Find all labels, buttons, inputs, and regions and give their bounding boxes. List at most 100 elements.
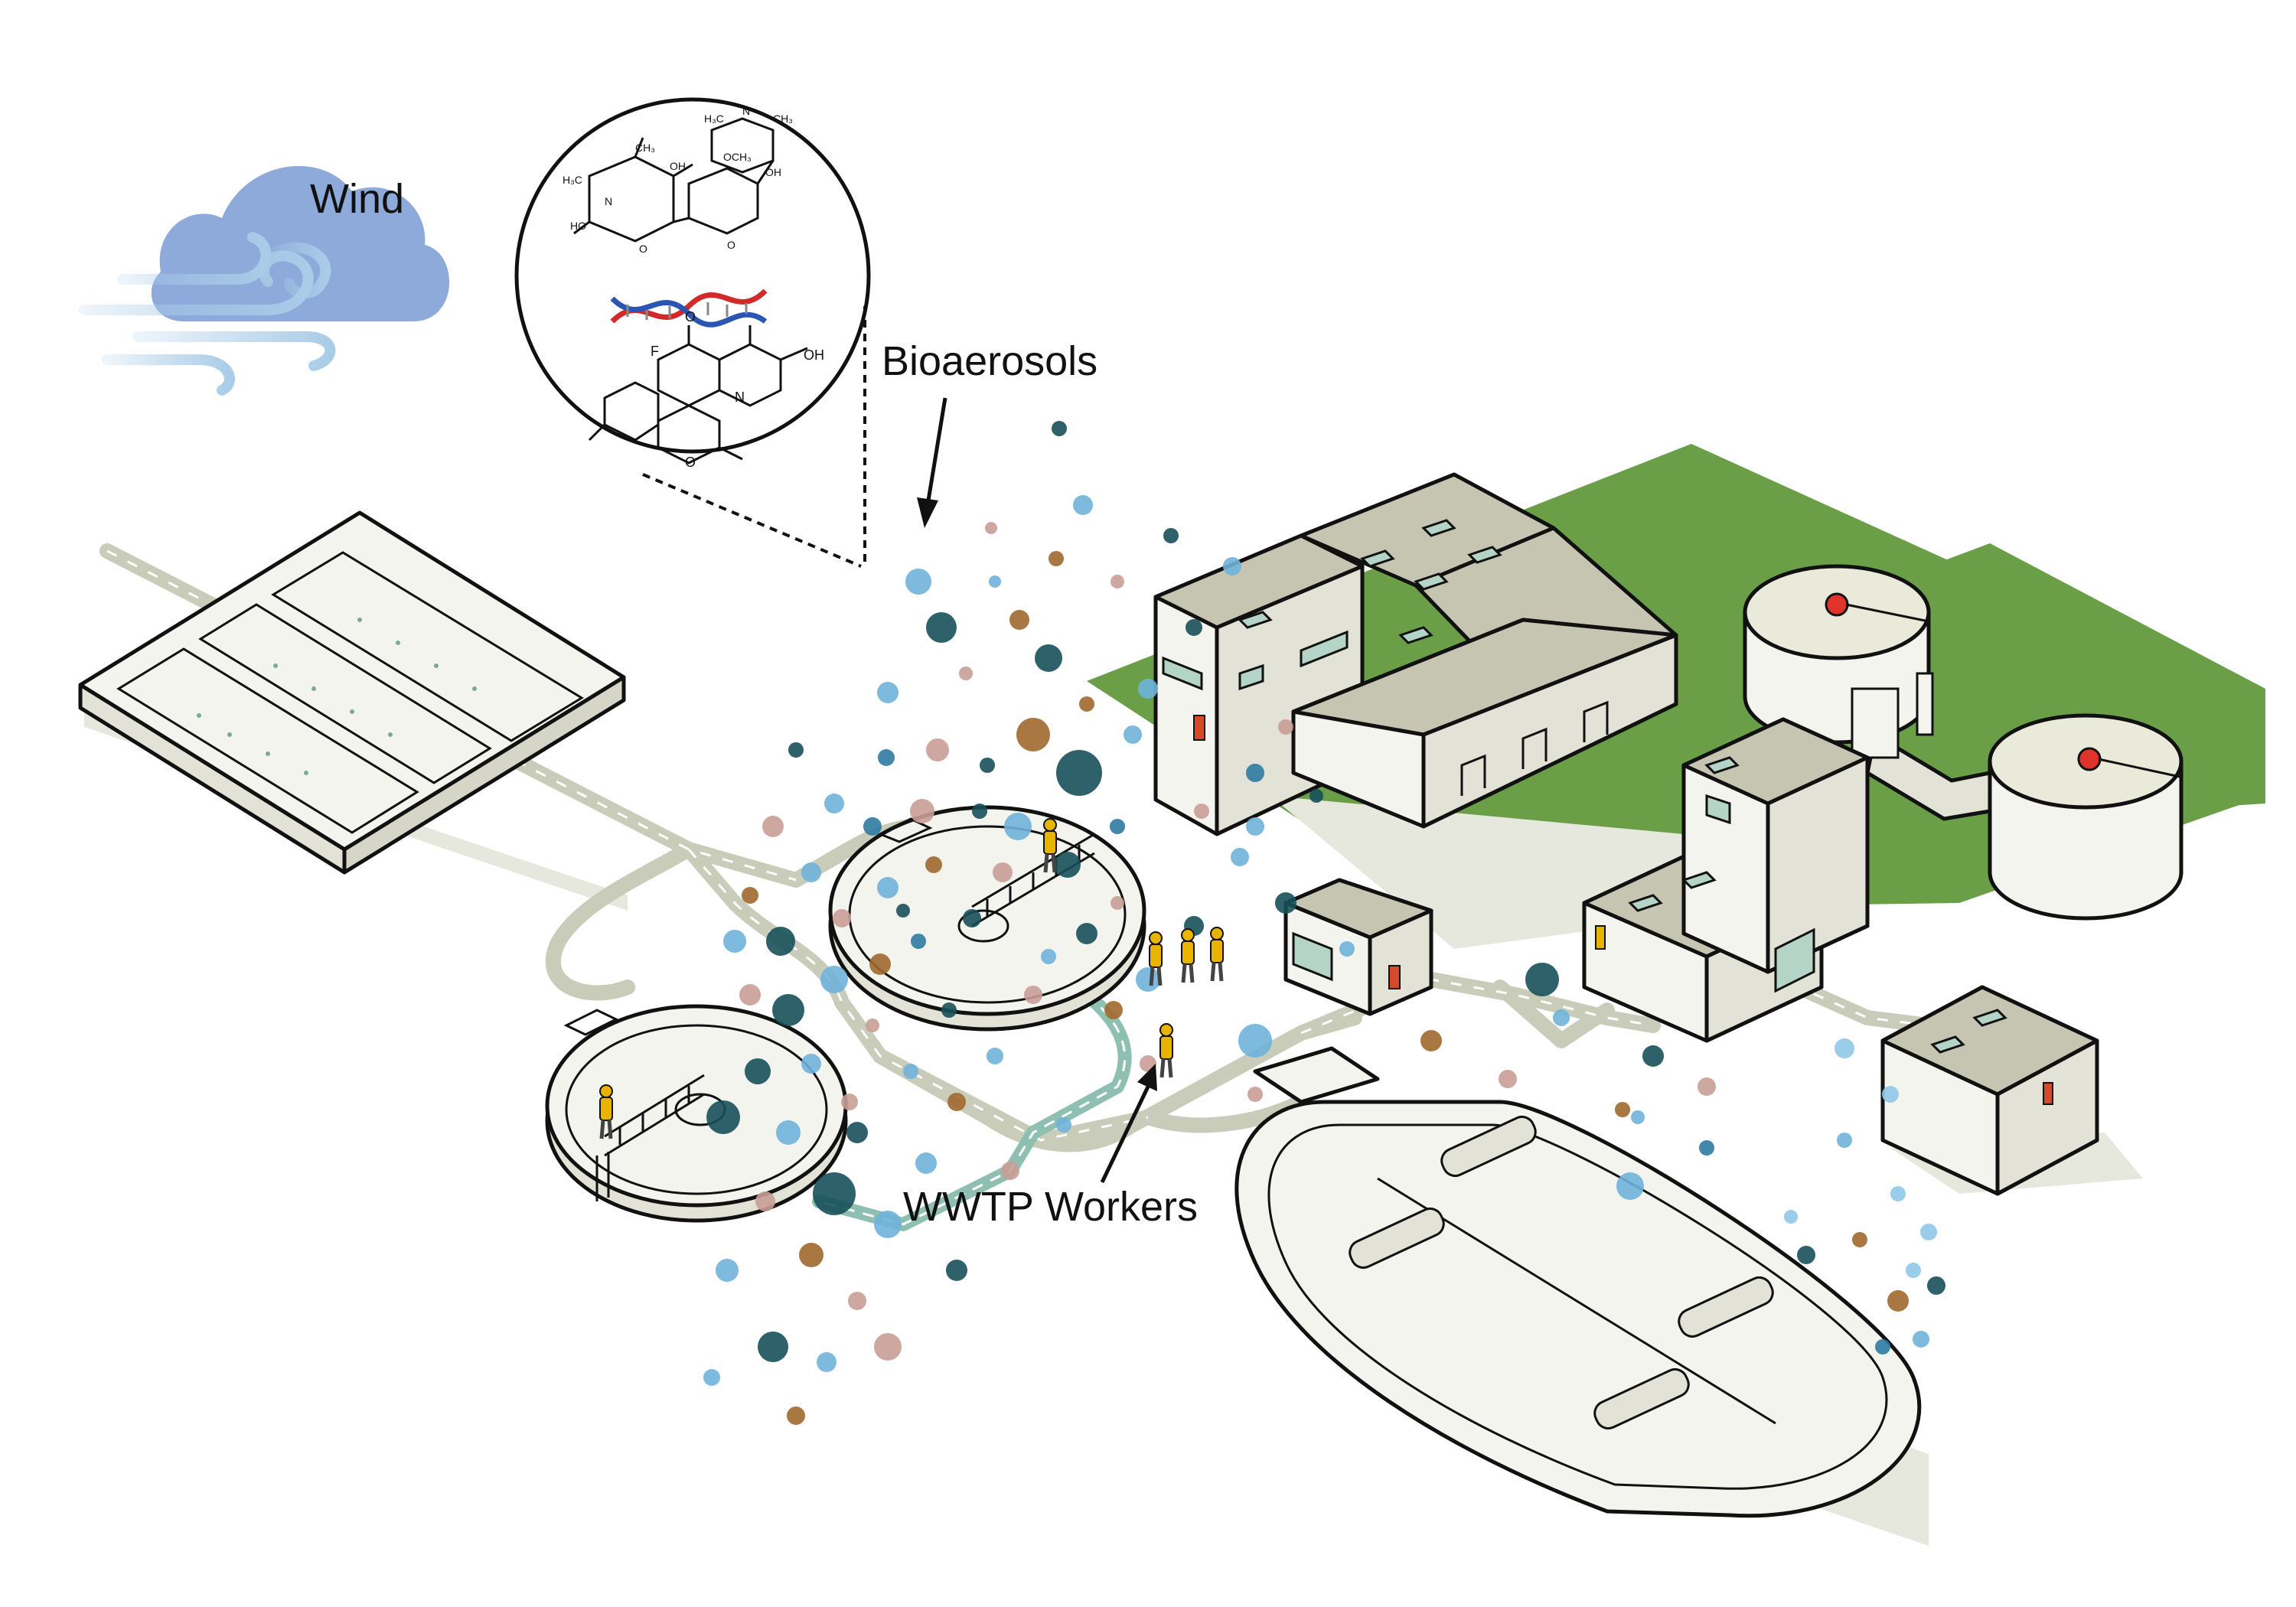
svg-text:H₃C: H₃C bbox=[563, 174, 582, 186]
bioaerosol-particle bbox=[896, 904, 910, 918]
bioaerosol-particle bbox=[987, 1048, 1003, 1064]
workers-arrow bbox=[1100, 1064, 1157, 1184]
bioaerosol-particle bbox=[758, 1332, 788, 1362]
bioaerosol-particle bbox=[877, 682, 899, 703]
worker-figure bbox=[1043, 818, 1057, 873]
bioaerosol-particle bbox=[1016, 718, 1050, 751]
bioaerosol-particle bbox=[801, 862, 821, 882]
bioaerosol-particle bbox=[911, 934, 926, 949]
circular-clarifier-lower bbox=[545, 1004, 848, 1223]
bioaerosol-particle bbox=[820, 966, 848, 993]
bioaerosol-particle bbox=[946, 1260, 967, 1281]
bioaerosol-particle bbox=[985, 522, 997, 534]
bioaerosol-particle bbox=[1124, 725, 1142, 744]
bioaerosol-particle bbox=[874, 1211, 902, 1238]
bioaerosol-particle bbox=[905, 569, 931, 595]
bioaerosol-particle bbox=[1525, 963, 1559, 996]
circular-clarifier-upper bbox=[828, 805, 1146, 1032]
bioaerosol-particle bbox=[1784, 1210, 1798, 1224]
bioaerosol-particle bbox=[1499, 1070, 1517, 1088]
digester-tank-1 bbox=[1743, 564, 1934, 745]
oval-aeration-tank bbox=[1234, 1046, 1922, 1518]
svg-text:N: N bbox=[735, 390, 745, 405]
bioaerosol-particle bbox=[869, 953, 891, 975]
svg-text:OH: OH bbox=[804, 347, 824, 363]
bioaerosol-particle bbox=[1309, 789, 1323, 803]
bioaerosol-particle bbox=[1882, 1086, 1899, 1103]
bioaerosol-particle bbox=[1009, 610, 1029, 630]
fluoroquinolone-labels: F O OH N O bbox=[651, 309, 824, 470]
bioaerosol-particle bbox=[739, 984, 761, 1006]
bioaerosol-particle bbox=[1913, 1331, 1929, 1348]
bioaerosol-particle bbox=[947, 1093, 966, 1111]
bioaerosol-particle bbox=[762, 816, 784, 837]
bioaerosol-particle bbox=[755, 1191, 775, 1211]
walkway-network bbox=[99, 543, 1936, 1152]
bioaerosol-particle bbox=[1920, 1224, 1937, 1240]
worker-figure bbox=[1210, 927, 1224, 982]
bioaerosol-particle bbox=[1631, 1110, 1645, 1124]
worker-figure bbox=[1181, 928, 1195, 983]
bioaerosols-label: Bioaerosols bbox=[882, 338, 1097, 384]
digester-connector bbox=[1851, 687, 1992, 821]
bioaerosol-particle bbox=[1110, 575, 1124, 588]
svg-text:O: O bbox=[727, 239, 735, 251]
bioaerosol-particle bbox=[1927, 1276, 1945, 1295]
bioaerosol-particle bbox=[878, 749, 895, 766]
wwtp-workers bbox=[599, 818, 1224, 1139]
bioaerosol-particle bbox=[1001, 1162, 1019, 1180]
bioaerosol-particle bbox=[910, 799, 934, 823]
bioaerosol-particle bbox=[926, 738, 949, 761]
small-building-right bbox=[1880, 985, 2099, 1196]
bioaerosol-particle bbox=[703, 1369, 720, 1386]
bioaerosol-particle bbox=[903, 1064, 918, 1079]
bioaerosol-particles bbox=[703, 421, 1945, 1425]
worker-figure bbox=[599, 1084, 613, 1139]
bioaerosol-particle bbox=[1073, 495, 1093, 515]
bioaerosol-particle bbox=[799, 1243, 823, 1267]
svg-text:N: N bbox=[605, 195, 612, 207]
bioaerosol-particle bbox=[1049, 551, 1064, 566]
bioaerosol-particle bbox=[1163, 528, 1179, 543]
bioaerosol-particle bbox=[1642, 1045, 1664, 1067]
bioaerosol-particle bbox=[723, 930, 746, 953]
bioaerosol-particle bbox=[1138, 679, 1158, 699]
bioaerosol-particle bbox=[801, 1054, 821, 1074]
bioaerosol-particle bbox=[1246, 817, 1264, 836]
bioaerosol-particle bbox=[1052, 421, 1067, 436]
bioaerosol-particle bbox=[848, 1292, 866, 1310]
bioaerosol-particle bbox=[1875, 1339, 1890, 1354]
bioaerosols-arrow bbox=[917, 397, 947, 528]
small-building-center bbox=[1283, 878, 1433, 1016]
bioaerosol-particle bbox=[745, 1058, 771, 1084]
svg-text:O: O bbox=[639, 243, 647, 255]
bioaerosol-particle bbox=[926, 612, 957, 643]
bioaerosol-particle bbox=[706, 1100, 740, 1134]
bioaerosol-particle bbox=[1136, 967, 1160, 992]
wind-lines-icon bbox=[79, 232, 336, 396]
bioaerosol-particle bbox=[766, 927, 795, 956]
bioaerosol-particle bbox=[1615, 1102, 1630, 1117]
bioaerosol-particle bbox=[1699, 1140, 1714, 1156]
bioaerosol-particle bbox=[788, 742, 804, 758]
bioaerosol-particle bbox=[963, 909, 981, 927]
bioaerosol-particle bbox=[1238, 1024, 1272, 1058]
bioaerosol-particle bbox=[1887, 1290, 1909, 1312]
svg-text:O: O bbox=[685, 455, 696, 470]
bioaerosol-particle bbox=[1890, 1186, 1906, 1201]
bioaerosol-particle bbox=[1079, 696, 1094, 712]
basin-aeration-dots bbox=[197, 618, 477, 775]
bioaerosol-particle bbox=[824, 794, 844, 813]
bioaerosol-particle bbox=[863, 817, 882, 836]
digester-tank-2 bbox=[1988, 713, 2183, 921]
bioaerosol-particle bbox=[846, 1122, 868, 1143]
svg-text:HO: HO bbox=[570, 220, 586, 232]
bioaerosol-particle bbox=[989, 575, 1001, 588]
worker-figure bbox=[1149, 931, 1163, 986]
macrolide-structure bbox=[573, 117, 775, 243]
bioaerosol-particle bbox=[915, 1152, 937, 1174]
bioaerosol-particle bbox=[877, 877, 899, 898]
bioaerosol-particle bbox=[833, 909, 851, 927]
bioaerosol-particle bbox=[817, 1352, 837, 1372]
